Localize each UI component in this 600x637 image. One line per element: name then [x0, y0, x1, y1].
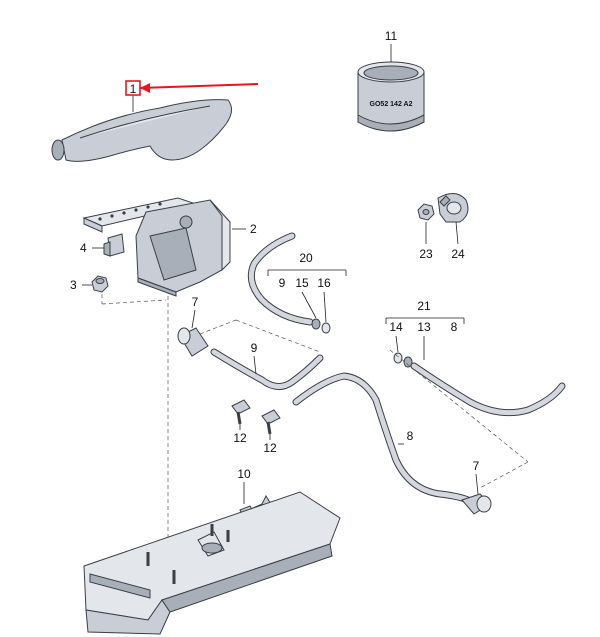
leader-24 [455, 221, 459, 245]
callout-23[interactable]: 23 [419, 247, 433, 261]
dash-3b [101, 299, 167, 305]
callout-15[interactable]: 15 [295, 276, 309, 290]
part-12-bolt-b[interactable] [261, 409, 281, 435]
leader-15 [301, 291, 317, 319]
leader-14 [395, 335, 399, 353]
callout-20[interactable]: 20 [299, 251, 313, 265]
dash-7b [235, 319, 321, 353]
part-8-tube[interactable] [292, 372, 472, 504]
dash-right-a [389, 349, 529, 463]
part-1-lever-grip[interactable] [51, 99, 232, 162]
floor-tunnel [83, 491, 341, 635]
callout-2[interactable]: 2 [250, 222, 257, 236]
part-12-bolt-a[interactable] [231, 399, 251, 425]
callout-9b[interactable]: 9 [251, 341, 258, 355]
leader-7b [475, 473, 479, 495]
part-20-tube-highlight [248, 233, 313, 325]
callout-7a[interactable]: 7 [192, 295, 199, 309]
dash-right-b [479, 461, 529, 489]
callout-13[interactable]: 13 [417, 320, 431, 334]
part-13-ring[interactable] [403, 356, 413, 368]
callout-8a[interactable]: 8 [451, 320, 458, 334]
part-7-connector-right[interactable] [461, 493, 492, 515]
part-2-lever-mechanism[interactable] [82, 197, 231, 297]
callout-12b[interactable]: 12 [263, 441, 277, 455]
leader-16 [323, 291, 327, 323]
callout-11[interactable]: 11 [385, 29, 398, 43]
part-21-tube-highlight [411, 363, 565, 416]
part-4-clip[interactable] [103, 233, 125, 257]
callout-9a[interactable]: 9 [279, 276, 286, 290]
part-11-sleeve[interactable]: GO52 142 A2 [357, 61, 425, 132]
callout-16[interactable]: 16 [317, 276, 331, 290]
part-23-nut[interactable] [417, 203, 435, 221]
callout-10[interactable]: 10 [237, 467, 251, 481]
leader-7a [191, 309, 196, 329]
leader-9b [253, 355, 257, 375]
callout-1[interactable]: 1 [130, 82, 137, 96]
highlight-arrowhead [140, 83, 150, 93]
part-15-ring[interactable] [311, 318, 321, 330]
callout-12a[interactable]: 12 [233, 431, 247, 445]
part-8-tube-highlight [293, 373, 471, 503]
callout-14[interactable]: 14 [389, 320, 403, 334]
part-11-code: GO52 142 A2 [370, 101, 413, 108]
dash-7a [199, 319, 237, 335]
part-7-connector-left[interactable] [177, 327, 209, 357]
callout-21[interactable]: 21 [417, 299, 431, 313]
callout-3[interactable]: 3 [70, 278, 77, 292]
callout-4[interactable]: 4 [80, 241, 87, 255]
callout-24[interactable]: 24 [451, 247, 465, 261]
part-3-nut[interactable] [91, 275, 109, 293]
part-9-tube-highlight [211, 349, 323, 389]
callout-7b[interactable]: 7 [473, 459, 480, 473]
part-16-seal[interactable] [321, 322, 331, 334]
part-14-seal[interactable] [393, 352, 403, 364]
highlight-arrow [139, 83, 259, 89]
callout-1-box [125, 80, 141, 96]
callout-8b[interactable]: 8 [407, 429, 414, 443]
part-24-clamp[interactable] [437, 193, 469, 223]
